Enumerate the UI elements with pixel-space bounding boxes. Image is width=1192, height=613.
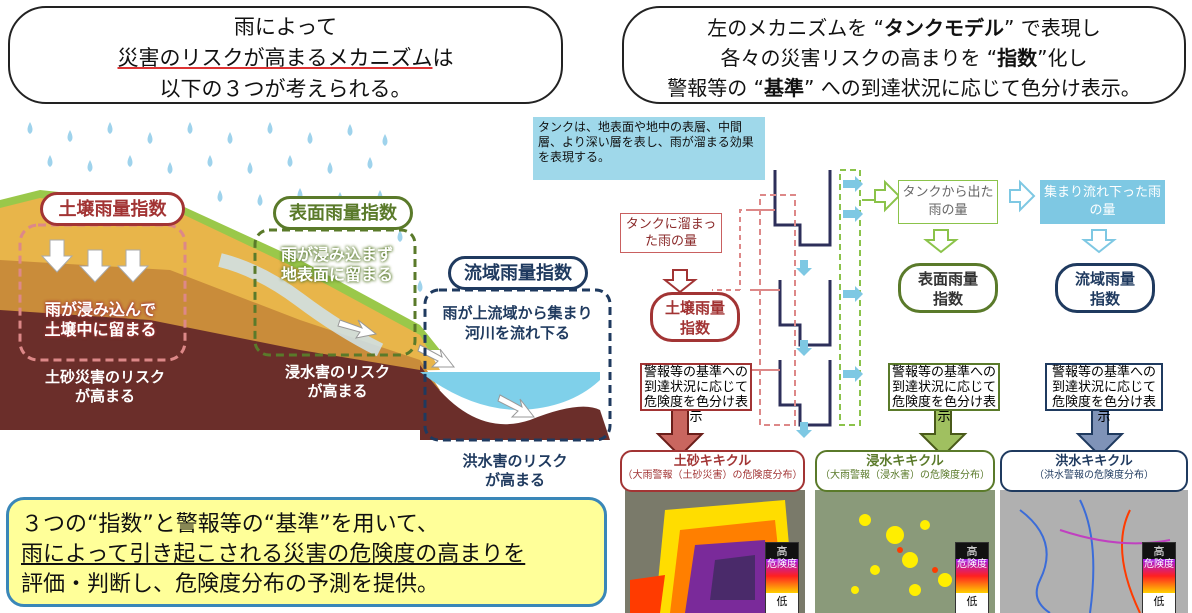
rb-l2a: 各々の災害リスクの高まりを “ <box>720 46 998 70</box>
soil-risk-line1: 土砂災害のリスク <box>44 368 165 386</box>
soil-map-title: 土砂キキクル （大雨警報（土砂災害）の危険度分布） <box>620 450 805 492</box>
soil-desc-line1: 雨が浸み込んで <box>44 300 157 319</box>
basin-index-label: 流域雨量指数 <box>448 256 588 290</box>
tank-basin-index-line1: 流域雨量 <box>1074 270 1135 288</box>
inundation-risk-scale: 高 危険度 低 <box>955 542 989 613</box>
inundation-kikikuru-map: 高 危険度 低 <box>815 490 995 613</box>
surface-index-label: 表面雨量指数 <box>273 196 413 230</box>
soil-risk-line2: が高まる <box>74 387 135 405</box>
right-bubble-line2: 各々の災害リスクの高まりを “指数”化し <box>624 43 1184 73</box>
mechanism-text: 災害のリスクが高まるメカニズム <box>117 46 433 70</box>
tank-basin-index-line2: 指数 <box>1089 290 1120 308</box>
soil-description: 雨が浸み込んで 土壌中に留まる <box>28 300 173 340</box>
scale-label: 危険度 <box>766 559 798 593</box>
left-explanation-bubble: 雨によって 災害のリスクが高まるメカニズムは 以下の３つが考えられる。 <box>8 6 563 104</box>
storage-frame <box>759 194 796 426</box>
tank-surface-index-line1: 表面雨量 <box>917 270 978 288</box>
scale-high: 高 <box>1143 543 1175 559</box>
scale-high: 高 <box>766 543 798 559</box>
inundation-map-title: 浸水キキクル （大雨警報（浸水害）の危険度分布） <box>815 450 995 492</box>
surface-region-outline <box>253 228 417 357</box>
basin-description: 雨が上流域から集まり 河川を流れ下る <box>425 303 610 343</box>
soil-kikikuru-map: 高 危険度 低 <box>625 490 805 613</box>
deep-soil-layer <box>0 310 430 430</box>
scale-low: 低 <box>776 595 788 608</box>
left-bubble-line1: 雨によって <box>233 15 338 39</box>
stored-rain-box: タンクに溜まった雨の量 <box>620 213 722 253</box>
flood-map-title: 洪水キキクル （洪水警報の危険度分布） <box>1000 450 1188 492</box>
soil-map-subtitle: （大雨警報（土砂災害）の危険度分布） <box>622 470 803 481</box>
infiltration-arrows <box>40 239 150 283</box>
terrain-illustration <box>0 122 612 442</box>
flood-risk-line1: 洪水害のリスク <box>462 452 568 470</box>
summary-line3: 評価・判断し、危険度分布の予測を提供。 <box>21 572 440 597</box>
flood-risk-line2: が高まる <box>484 471 545 489</box>
tank-surface-index-line2: 指数 <box>932 290 963 308</box>
soil-risk-scale: 高 危険度 低 <box>765 542 799 613</box>
summary-line2: 雨によって引き起こされる災害の危険度の高まりを <box>21 542 526 567</box>
soil-map-title-main: 土砂キキクル <box>673 454 752 469</box>
scale-label: 危険度 <box>956 559 988 593</box>
right-explanation-bubble: 左のメカニズムを “タンクモデル” で表現し 各々の災害リスクの高まりを “指数… <box>622 6 1186 104</box>
scale-label: 危険度 <box>1143 559 1175 593</box>
inundation-risk-line2: が高まる <box>307 382 368 400</box>
surface-flow-arrow <box>337 319 378 339</box>
soil-index-label: 土壌雨量指数 <box>40 192 185 226</box>
left-bubble-line2: 災害のリスクが高まるメカニズムは <box>10 43 561 74</box>
left-bubble-line3: 以下の３つが考えられる。 <box>159 77 412 101</box>
tank-soil-index: 土壌雨量 指数 <box>650 292 740 342</box>
tank-basin-index: 流域雨量 指数 <box>1055 263 1155 313</box>
tank-note-box: タンクは、地表面や地中の表層、中間層、より深い層を表し、雨が溜まる効果を表現する… <box>533 117 765 180</box>
outflow-rain-box: タンクから出た雨の量 <box>898 180 998 224</box>
scale-low: 低 <box>966 595 978 608</box>
inundation-map-subtitle: （大雨警報（浸水害）の危険度分布） <box>820 470 990 481</box>
index-term: 指数 <box>997 46 1038 70</box>
rb-l3a: 警報等の “ <box>667 76 764 100</box>
scale-low: 低 <box>1153 595 1165 608</box>
tank-surface-index: 表面雨量 指数 <box>898 263 998 313</box>
river-flow-arrow-1 <box>417 344 456 368</box>
basin-desc-line1: 雨が上流域から集まり <box>442 304 593 322</box>
surface-desc-line1: 雨が浸み込まず <box>280 245 393 264</box>
rb-l2c: ”化し <box>1037 46 1088 70</box>
soil-desc-line2: 土壌中に留まる <box>44 320 157 339</box>
soil-risk-text: 土砂災害のリスク が高まる <box>25 368 185 406</box>
basin-region-outline <box>423 288 612 442</box>
flood-map-subtitle: （洪水警報の危険度分布） <box>1034 470 1154 481</box>
surface-criteria-text: 警報等の基準への到達状況に応じて危険度を色分け表示 <box>888 363 1000 425</box>
riverbank <box>420 365 610 440</box>
flood-risk-scale: 高 危険度 低 <box>1142 542 1176 613</box>
tank-stack <box>773 170 832 427</box>
inundation-map-title-main: 浸水キキクル <box>866 454 944 469</box>
flow-arrows <box>796 176 863 438</box>
gathered-rain-box: 集まり流れ下った雨の量 <box>1040 180 1165 224</box>
flood-kikikuru-map: 高 危険度 低 <box>1000 490 1188 613</box>
river-water <box>420 372 600 410</box>
flood-map-title-main: 洪水キキクル <box>1055 454 1133 469</box>
summary-box: ３つの“指数”と警報等の“基準”を用いて、 雨によって引き起こされる災害の危険度… <box>6 497 607 607</box>
soil-criteria-text: 警報等の基準への到達状況に応じて危険度を色分け表示 <box>640 363 752 425</box>
flood-risk-text: 洪水害のリスク が高まる <box>440 452 590 490</box>
surface-desc-line2: 地表面に留まる <box>280 265 393 284</box>
surface-description: 雨が浸み込まず 地表面に留まる <box>262 245 412 285</box>
inundation-risk-text: 浸水害のリスク が高まる <box>270 363 405 401</box>
rb-l3c: ” への到達状況に応じて色分け表示。 <box>804 76 1141 100</box>
rb-l1a: 左のメカニズムを “ <box>707 16 884 40</box>
basin-desc-line2: 河川を流れ下る <box>464 324 570 342</box>
criteria-term: 基準 <box>764 76 804 100</box>
scale-high: 高 <box>956 543 988 559</box>
basin-criteria-text: 警報等の基準への到達状況に応じて危険度を色分け表示 <box>1045 363 1163 425</box>
left-bubble-particle: は <box>432 46 454 70</box>
tank-model-term: タンクモデル <box>884 16 1004 40</box>
right-bubble-line1: 左のメカニズムを “タンクモデル” で表現し <box>624 13 1184 43</box>
river-flow-arrow-2 <box>497 394 536 418</box>
outflow-frame <box>839 169 861 426</box>
rb-l1c: ” で表現し <box>1004 16 1101 40</box>
summary-line1: ３つの“指数”と警報等の“基準”を用いて、 <box>21 512 439 537</box>
inundation-risk-line1: 浸水害のリスク <box>284 363 390 381</box>
tank-flow-diagram <box>655 169 1125 458</box>
tank-soil-index-line1: 土壌雨量 <box>664 299 725 317</box>
tank-soil-index-line2: 指数 <box>679 319 710 337</box>
right-bubble-line3: 警報等の “基準” への到達状況に応じて色分け表示。 <box>624 73 1184 103</box>
